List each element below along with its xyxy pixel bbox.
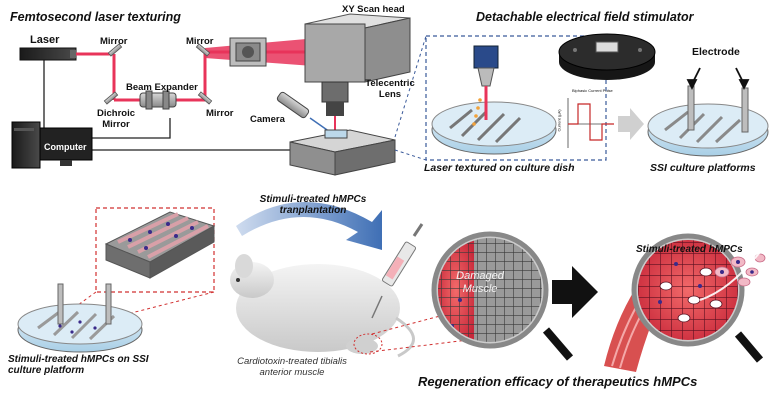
camera-icon: [276, 91, 310, 119]
label-computer: Computer: [44, 142, 87, 152]
label-mirror-1: Mirror: [100, 36, 128, 47]
inset-box: [425, 35, 607, 161]
label-stimuli-on-platform: Stimuli-treated hMPCs on SSI culture pla…: [8, 354, 149, 376]
label-camera: Camera: [250, 114, 285, 125]
beam-expander-icon: [139, 90, 177, 110]
section-header-texturing: Femtosecond laser texturing: [10, 10, 181, 24]
label-telecentric-lens: Telecentric Lens: [365, 78, 415, 100]
syringe-icon: [371, 223, 424, 319]
culture-dish-icon: [431, 101, 557, 155]
nozzle-icon: [472, 45, 499, 126]
substrate-inset: [95, 207, 215, 293]
electrode-pointer: [686, 67, 750, 91]
transplant-arrow-icon: [236, 201, 382, 250]
laser-source-icon: [19, 47, 77, 61]
label-laser: Laser: [30, 34, 60, 46]
label-electrode: Electrode: [692, 46, 740, 58]
attenuator-icon: [229, 37, 267, 67]
arrow-right-icon: [618, 108, 644, 140]
label-cardiotoxin: Cardiotoxin-treated tibialis anterior mu…: [237, 356, 347, 378]
label-mirror-3: Mirror: [206, 108, 234, 119]
label-current-axis: Current (μA): [556, 109, 562, 132]
pulse-chart-icon: [567, 98, 614, 148]
injection-site: [353, 333, 383, 355]
magnifier-icon: [431, 231, 574, 361]
scan-head-icon: [304, 13, 411, 116]
arrow-right-icon: [552, 266, 598, 318]
migration-path: [699, 251, 761, 301]
culture-dish-icon: [17, 283, 143, 353]
stage-icon: [289, 129, 396, 176]
electrode-lid-icon: [558, 33, 656, 80]
mirror-icon: [103, 43, 213, 105]
label-damaged-muscle: Damaged Muscle: [456, 270, 504, 295]
label-xy-scan-head: XY Scan head: [342, 4, 405, 15]
label-dichroic-mirror: Dichroic Mirror: [96, 108, 135, 130]
section-header-stimulator: Detachable electrical field stimulator: [476, 10, 694, 24]
label-stimuli-hmpcs: Stimuli-treated hMPCs: [636, 244, 743, 255]
label-laser-textured: Laser textured on culture dish: [424, 162, 575, 174]
label-biphasic-pulse: Biphasic Current Pulse: [572, 88, 613, 93]
label-ssi-platforms: SSI culture platforms: [650, 162, 756, 174]
label-beam-expander: Beam Expander: [126, 82, 198, 93]
label-transplantation: Stimuli-treated hMPCs tranplantation: [259, 194, 367, 216]
magnifier-icon: [631, 233, 764, 363]
section-header-regeneration: Regeneration efficacy of therapeutics hM…: [418, 374, 698, 389]
hmpc-cells: [714, 253, 766, 287]
mouse-icon: [230, 254, 415, 358]
computer-icon: [11, 121, 93, 169]
culture-dish-icon: [647, 85, 769, 157]
textured-substrate-icon: [104, 211, 216, 279]
label-mirror-2: Mirror: [186, 36, 214, 47]
